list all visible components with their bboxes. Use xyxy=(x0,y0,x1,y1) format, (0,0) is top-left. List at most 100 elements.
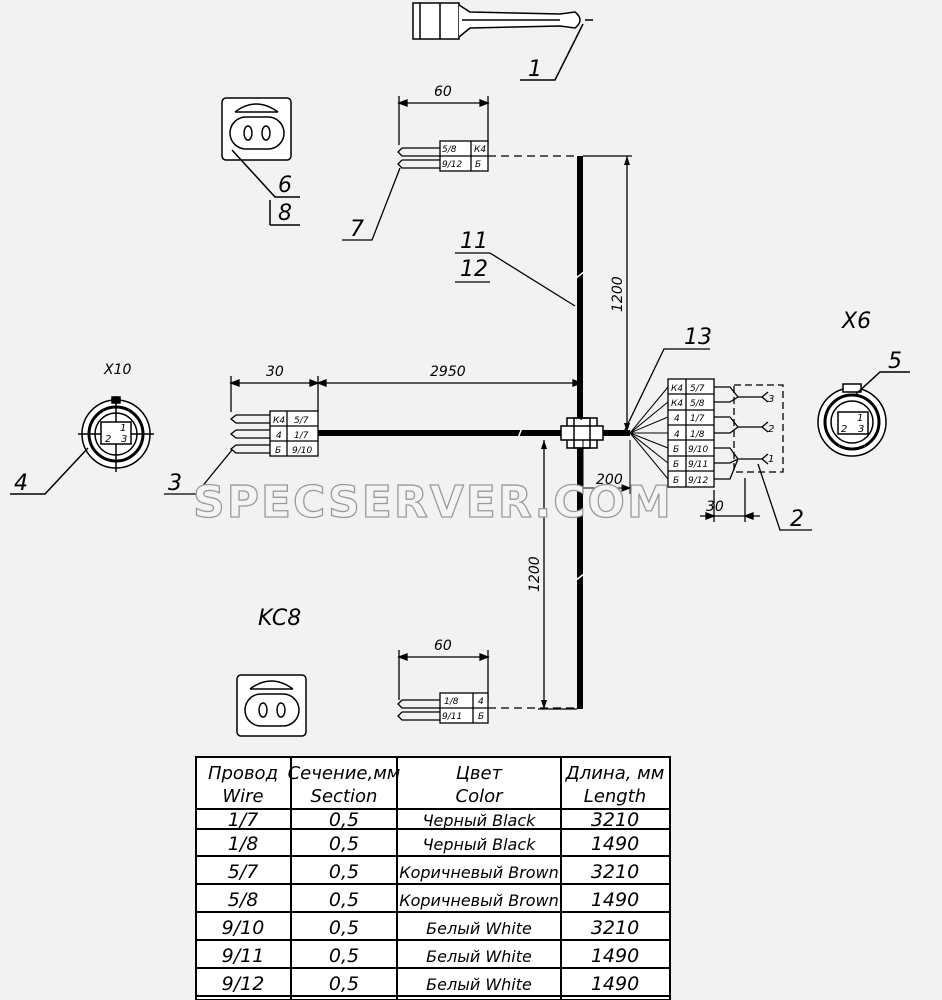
connector-x6 xyxy=(817,371,910,457)
callout-2: 2 xyxy=(790,507,804,532)
header-color-en: Color xyxy=(456,786,505,807)
left-conn-r1c1: К4 xyxy=(273,416,285,426)
right-branch-fan xyxy=(582,348,710,494)
callout-13: 13 xyxy=(684,325,712,350)
x6-pin-2: 2 xyxy=(841,424,847,435)
left-conn-r1c2: 5/7 xyxy=(294,416,309,426)
callout-12: 12 xyxy=(460,257,488,282)
bottom-conn-r2c2: Б xyxy=(478,712,484,722)
row7-length: 1490 xyxy=(591,973,639,995)
dim-30-left: 30 xyxy=(266,364,284,380)
x10-pin-1: 1 xyxy=(120,423,126,434)
right-conn-r2c2: 5/8 xyxy=(690,399,705,409)
x6-pin-3: 3 xyxy=(858,424,864,435)
left-conn-r2c1: 4 xyxy=(276,431,282,441)
row6-wire: 9/11 xyxy=(222,945,265,967)
dim-60-bottom: 60 xyxy=(434,638,452,654)
row1-length: 3210 xyxy=(591,809,639,831)
row2-length: 1490 xyxy=(591,833,639,855)
x10-pin-2: 2 xyxy=(105,434,111,445)
header-color-ru: Цвет xyxy=(456,763,503,784)
right-pin-2: 2 xyxy=(768,424,774,435)
bottom-conn-r2c1: 9/11 xyxy=(442,712,462,722)
header-wire-ru: Провод xyxy=(208,763,278,784)
table-row: 9/11 0,5 Белый White 1490 xyxy=(222,945,640,967)
dim-30-right: 30 xyxy=(706,499,724,515)
left-conn-r3c2: 9/10 xyxy=(292,446,312,456)
row6-color: Белый White xyxy=(426,947,532,966)
row4-color: Коричневый Brown xyxy=(399,891,559,910)
x6-pin-1: 1 xyxy=(857,413,863,424)
dim-1200-bottom-line xyxy=(538,440,577,710)
right-conn-r6c1: Б xyxy=(673,460,679,470)
callout-7: 7 xyxy=(350,217,364,242)
right-conn-r5c1: Б xyxy=(673,445,679,455)
row7-wire: 9/12 xyxy=(222,973,265,995)
wire-table xyxy=(195,756,671,1000)
dim-1200-top: 1200 xyxy=(610,276,626,312)
dim-60-top: 60 xyxy=(434,84,452,100)
bottom-conn-r1c2: 4 xyxy=(478,697,484,707)
left-connector xyxy=(164,410,319,495)
row5-section: 0,5 xyxy=(329,917,359,939)
header-section-en: Section xyxy=(311,786,378,807)
row7-section: 0,5 xyxy=(329,973,359,995)
header-length-en: Length xyxy=(584,786,646,807)
right-conn-r1c2: 5/7 xyxy=(690,384,705,394)
callout-6: 6 xyxy=(278,173,292,198)
row3-length: 3210 xyxy=(591,861,639,883)
callout-3: 3 xyxy=(168,471,182,496)
row6-section: 0,5 xyxy=(329,945,359,967)
socket-part-6 xyxy=(221,97,300,226)
socket-kc8 xyxy=(236,674,307,737)
dim-1200-bottom: 1200 xyxy=(527,556,543,592)
wire-table-header: Провод Wire Сечение,мм Section Цвет Colo… xyxy=(208,763,664,807)
header-section-ru: Сечение,мм xyxy=(288,763,401,784)
top-conn-r2c2: Б xyxy=(475,160,481,170)
callout-11-12-leader xyxy=(455,252,576,307)
row3-section: 0,5 xyxy=(329,861,359,883)
dim-2950: 2950 xyxy=(430,364,466,380)
row2-color: Черный Black xyxy=(423,835,537,854)
dim-200: 200 xyxy=(596,472,623,488)
row4-wire: 5/8 xyxy=(228,889,259,911)
row5-color: Белый White xyxy=(426,919,532,938)
row1-wire: 1/7 xyxy=(228,809,259,831)
right-conn-r6c2: 9/11 xyxy=(688,460,708,470)
top-connector xyxy=(342,96,578,241)
main-harness-horizontal xyxy=(318,417,630,449)
x10-pin-3: 3 xyxy=(121,434,127,445)
right-conn-r5c2: 9/10 xyxy=(688,445,708,455)
row4-section: 0,5 xyxy=(329,889,359,911)
watermark: SPECSERVER.COM xyxy=(193,477,673,528)
table-row: 1/8 0,5 Черный Black 1490 xyxy=(228,833,639,855)
dim-left-lines xyxy=(229,376,583,420)
callout-8: 8 xyxy=(278,201,292,226)
right-conn-r1c1: К4 xyxy=(671,384,683,394)
table-row: 1/7 0,5 Черный Black 3210 xyxy=(228,809,639,831)
callout-5: 5 xyxy=(888,349,902,374)
row6-length: 1490 xyxy=(591,945,639,967)
top-conn-r1c1: 5/8 xyxy=(442,145,457,155)
header-length-ru: Длина, мм xyxy=(565,763,665,784)
terminal-part-1 xyxy=(412,2,593,81)
dim-1200-top-line xyxy=(583,155,632,432)
top-conn-r2c1: 9/12 xyxy=(442,160,462,170)
row5-wire: 9/10 xyxy=(222,917,265,939)
row7-color: Белый White xyxy=(426,975,532,994)
bottom-connector xyxy=(397,650,577,724)
left-conn-r3c1: Б xyxy=(275,446,281,456)
left-conn-r2c2: 1/7 xyxy=(294,431,309,441)
right-conn-r4c1: 4 xyxy=(674,430,680,440)
row1-section: 0,5 xyxy=(329,809,359,831)
row4-length: 1490 xyxy=(591,889,639,911)
right-conn-r3c1: 4 xyxy=(674,414,680,424)
callout-4: 4 xyxy=(14,471,28,496)
right-pin-3: 3 xyxy=(768,394,774,405)
right-conn-r7c1: Б xyxy=(673,476,679,486)
callout-11: 11 xyxy=(460,229,488,254)
row2-section: 0,5 xyxy=(329,833,359,855)
connector-x10-label: X10 xyxy=(103,362,131,378)
right-conn-r2c1: К4 xyxy=(671,399,683,409)
